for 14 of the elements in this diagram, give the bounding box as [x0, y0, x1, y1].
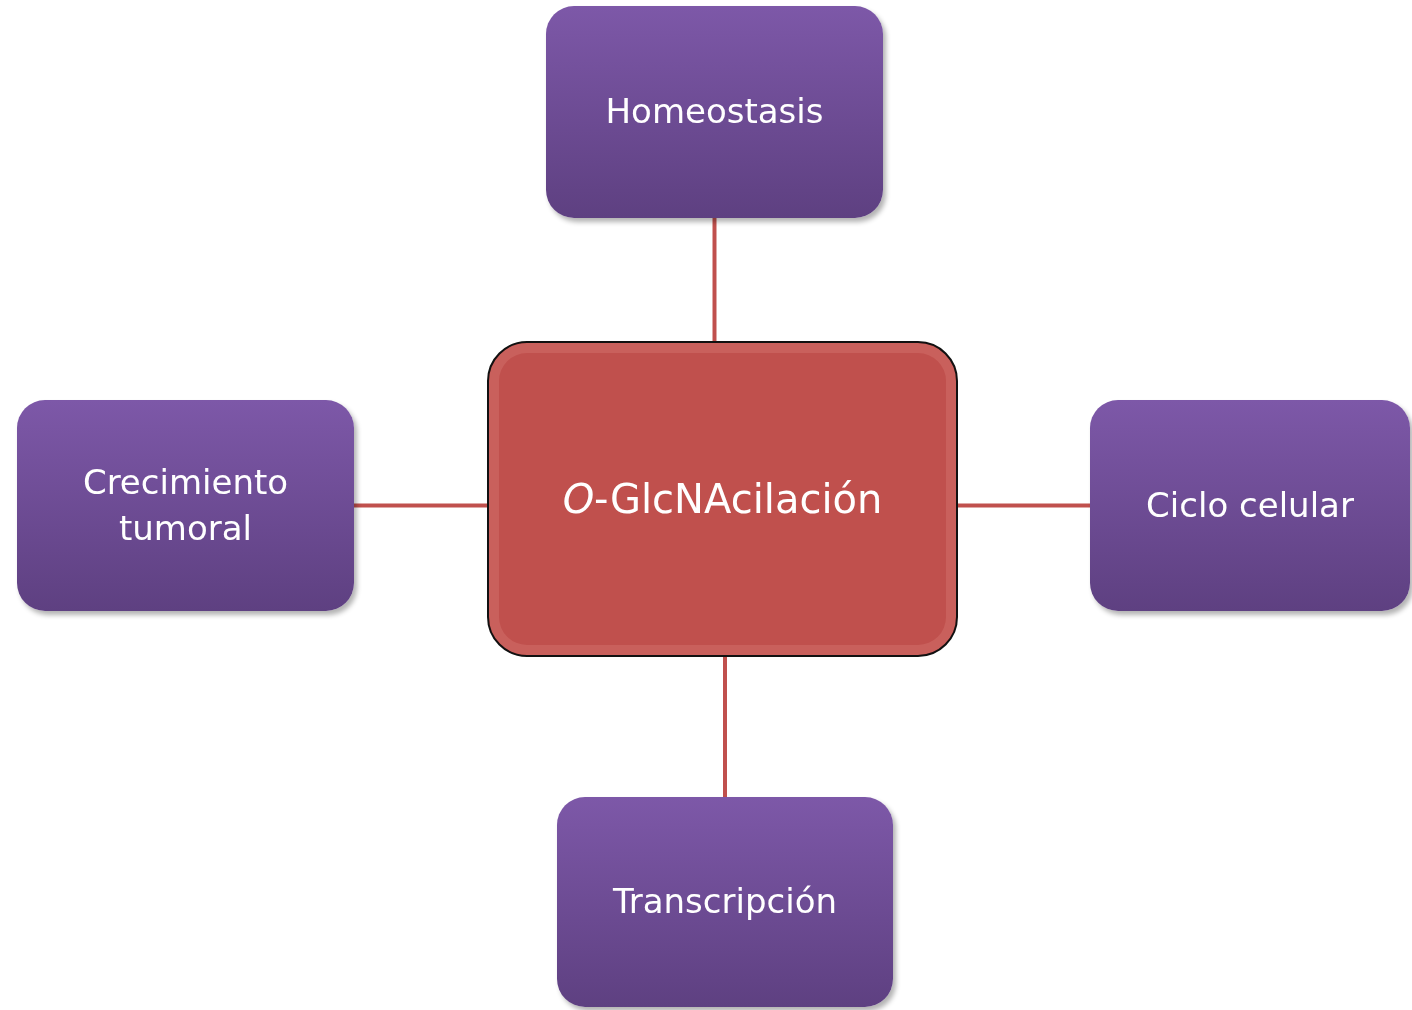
- connector-line: [712, 218, 717, 341]
- topic-box: [546, 6, 883, 218]
- box-label: O-GlcNAcilación: [561, 475, 884, 524]
- box-label: Ciclo celular: [1145, 483, 1355, 527]
- connector-line: [354, 503, 487, 508]
- connector-line: [958, 503, 1090, 508]
- topic-box: [1090, 400, 1410, 611]
- topic-box: [557, 797, 893, 1007]
- box-label: Transcripción: [611, 880, 838, 924]
- box-label: Homeostasis: [604, 90, 825, 134]
- box-label: Crecimiento tumoral: [81, 460, 290, 550]
- central-box: [487, 341, 958, 657]
- connector-line: [723, 657, 727, 797]
- topic-box: [17, 400, 354, 611]
